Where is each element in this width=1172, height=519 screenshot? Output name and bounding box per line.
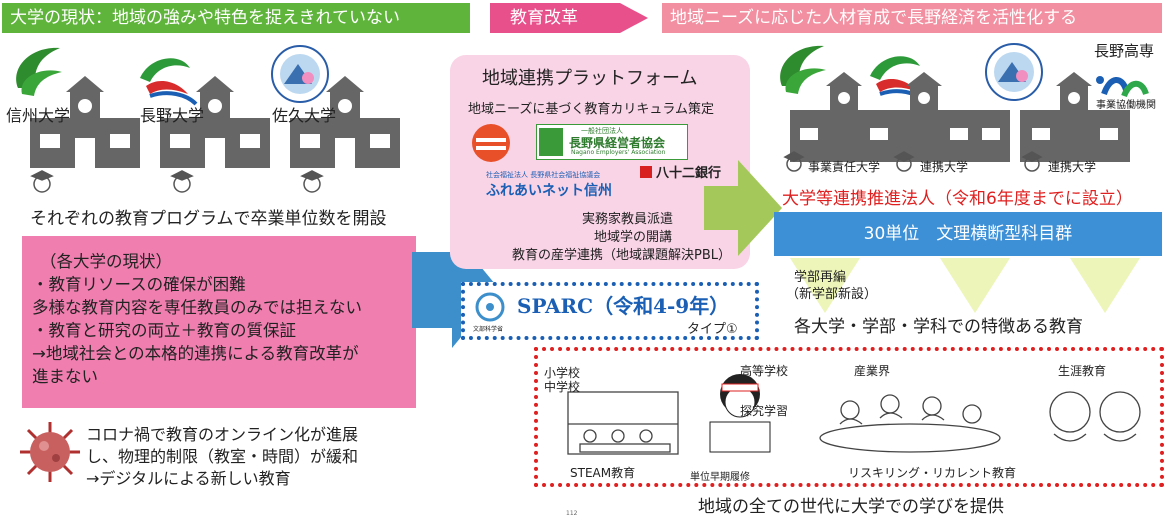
- univ-role-label: 事業責任大学: [808, 160, 881, 174]
- sparc-title: SPARC（令和4-9年）: [517, 294, 730, 318]
- shinshu-logo-icon: [780, 45, 826, 94]
- reform-arrow: [490, 3, 648, 33]
- high-school-label: 高等学校: [740, 364, 789, 378]
- univ-label-shinshu: 信州大学: [6, 106, 71, 125]
- covid-line: し、物理的制限（教室・時間）が緩和: [86, 447, 359, 466]
- faculty-line1: 学部再編: [794, 270, 847, 285]
- elem-label: 小学校: [544, 366, 581, 380]
- univ-role-label: 連携大学: [1048, 160, 1097, 174]
- univ-role-label: 連携大学: [920, 160, 969, 174]
- school-building-icon: [1020, 72, 1130, 162]
- coronavirus-icon: [20, 422, 80, 482]
- keieisha-en: Nagano Employers' Association: [571, 149, 666, 156]
- keieisha-mark-icon: [539, 128, 563, 156]
- header-left-banner: 大学の現状：地域の強みや特色を捉えきれていない: [2, 3, 470, 33]
- lifelong-label: 生涯教育: [1058, 364, 1107, 378]
- shinshu-logo-icon: [16, 47, 62, 96]
- elderly-couple-icon: [1049, 391, 1141, 442]
- state-line: ・教育リソースの確保が困難: [32, 275, 246, 294]
- keieisha-name: 長野県経営者協会: [569, 136, 666, 150]
- platform-title: 地域連携プラットフォーム: [482, 68, 698, 89]
- nagano-univ-logo-icon: [140, 58, 198, 106]
- current-state-box: （各大学の現状） ・教育リソースの確保が困難 多様な教育内容を専任教員のみでは担…: [22, 236, 416, 408]
- kosen-org-label: 事業協働機関: [1096, 100, 1156, 111]
- platform-line: 教育の産学連携（地域課題解決PBL）: [512, 248, 732, 263]
- mext-logo-icon: [475, 292, 505, 322]
- school-building-icon: [160, 76, 270, 168]
- bank-name: 八十二銀行: [656, 166, 722, 181]
- corp-line: 大学等連携推進法人（令和6年度までに設立）: [782, 189, 1133, 209]
- covid-line: コロナ禍で教育のオンライン化が進展: [86, 425, 359, 444]
- state-line: （各大学の現状）: [40, 252, 172, 271]
- graduate-student-icon: [300, 170, 324, 193]
- saku-univ-logo-icon: [271, 45, 329, 103]
- down-arrows-graphic: [790, 258, 1140, 313]
- univ-label-nagano: 長野大学: [140, 106, 205, 125]
- header-middle-label: 教育改革: [510, 3, 578, 33]
- bank-logo-icon: [640, 166, 652, 178]
- right-universities-graphic: [780, 43, 1149, 172]
- platform-box: [450, 55, 750, 269]
- sparc-type: タイプ①: [687, 322, 738, 337]
- program-text: それぞれの教育プログラムで卒業単位数を開設: [30, 209, 387, 229]
- covid-text: コロナ禍で教育のオンライン化が進展 し、物理的制限（教室・時間）が緩和 →デジタ…: [86, 424, 358, 490]
- credit-early-label: 単位早期履修: [690, 472, 750, 483]
- left-universities-graphic: [16, 45, 400, 193]
- header-middle-text: 教育改革: [510, 8, 578, 28]
- features-text: 各大学・学部・学科での特徴ある教育: [794, 317, 1083, 337]
- keieisha-logo: 一般社団法人 長野県経営者協会 Nagano Employers' Associ…: [536, 124, 688, 160]
- blue-arrow-icon: [412, 232, 500, 348]
- mext-caption: 文部科学省: [473, 326, 504, 333]
- learning-box: [534, 347, 1164, 487]
- jhs-label: 中学校: [544, 380, 581, 394]
- steam-label: STEAM教育: [570, 466, 636, 480]
- header-right-text: 地域ニーズに応じた人材育成で長野経済を活性化する: [670, 8, 1078, 28]
- graduate-student-icon: [783, 151, 1043, 172]
- saku-univ-logo-icon: [985, 43, 1043, 101]
- univ-label-saku: 佐久大学: [272, 106, 337, 125]
- inquiry-label: 探究学習: [740, 404, 789, 418]
- credits-box: 30単位 文理横断型科目群: [774, 212, 1162, 256]
- kosen-logo-icon: [1096, 76, 1149, 98]
- state-line: 多様な教育内容を専任教員のみでは担えない: [32, 298, 362, 317]
- header-left-text: 大学の現状：地域の強みや特色を捉えきれていない: [10, 8, 400, 28]
- platform-line: 実務家教員派遣: [582, 212, 674, 227]
- graduate-student-icon: [170, 170, 194, 193]
- platform-subtitle: 地域ニーズに基づく教育カリキュラム策定: [468, 102, 714, 117]
- graduate-student-icon: [30, 170, 54, 193]
- fureai-name: ふれあいネット信州: [486, 183, 612, 199]
- studying-student-icon: [709, 374, 771, 453]
- faculty-line2: （新学部新設）: [786, 287, 878, 302]
- learning-illustration: [567, 374, 1141, 455]
- state-line: ・教育と研究の両立＋教育の質保証: [32, 321, 296, 340]
- fureai-small: 社会福祉法人 長野県社会福祉協議会: [486, 171, 601, 179]
- state-line: →地域社会との本格的連携による教育改革が: [32, 344, 359, 363]
- keieisha-small: 一般社団法人: [581, 127, 623, 135]
- nagano-kosen-label: 長野高専: [1094, 42, 1155, 60]
- partner-logo-icon: [472, 124, 510, 162]
- school-building-icon: [790, 72, 1010, 162]
- state-line: 進まない: [32, 367, 98, 386]
- bottom-text: 地域の全ての世代に大学での学びを提供: [698, 497, 1004, 517]
- header-right-banner: 地域ニーズに応じた人材育成で長野経済を活性化する: [662, 3, 1162, 33]
- credits-text: 30単位 文理横断型科目群: [863, 224, 1073, 244]
- meeting-icon: [819, 394, 1001, 453]
- sparc-box: 文部科学省 SPARC（令和4-9年） タイプ①: [461, 282, 759, 340]
- reskill-label: リスキリング・リカレント教育: [848, 466, 1017, 480]
- school-building-icon: [30, 76, 140, 168]
- covid-line: →デジタルによる新しい教育: [86, 469, 291, 488]
- page-number: 112: [566, 510, 578, 517]
- industry-label: 産業界: [854, 364, 891, 378]
- school-building-icon: [290, 76, 400, 168]
- green-arrow-icon: [704, 160, 782, 256]
- classroom-icon: [567, 391, 679, 455]
- platform-line: 地域学の開講: [594, 230, 673, 245]
